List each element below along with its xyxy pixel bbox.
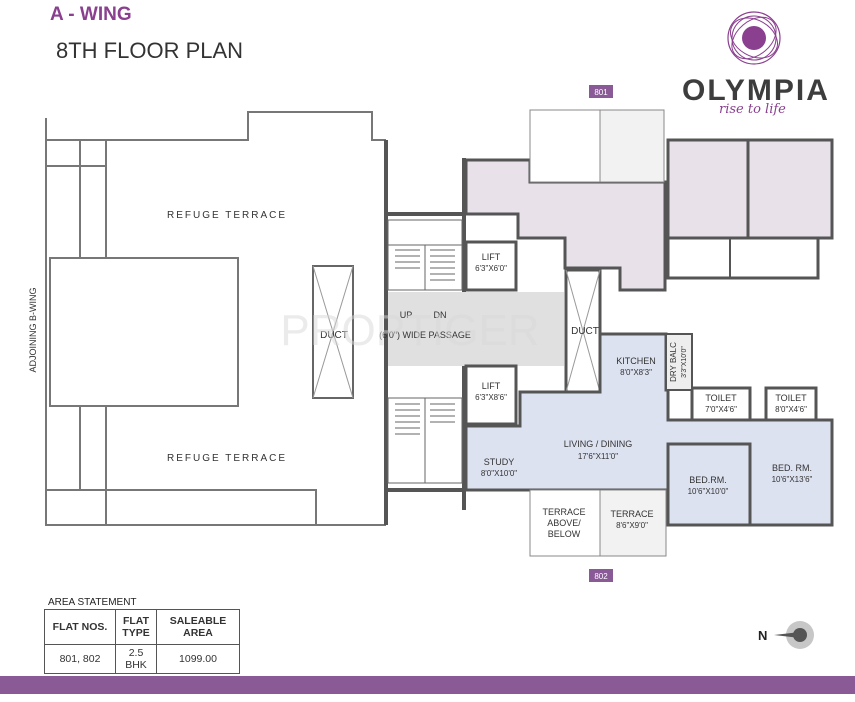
area-statement-title: AREA STATEMENT <box>48 597 137 608</box>
toilet-2-size: 8'0"X4'6" <box>775 405 807 414</box>
kitchen-size: 8'0"X8'3" <box>620 368 652 377</box>
cell-flat-type: 2.5 BHK <box>115 644 157 674</box>
table-row: 801, 802 2.5 BHK 1099.00 <box>44 644 240 674</box>
brand-name: OLYMPIA <box>682 74 830 107</box>
dry-balc-label: DRY BALC <box>669 342 678 382</box>
study-size: 8'0"X10'0" <box>481 469 517 478</box>
north-compass-icon: N <box>758 621 814 649</box>
lift-bottom-label: LIFT <box>482 381 501 391</box>
dry-balc-size: 3'3"X10'0" <box>681 346 688 378</box>
area-statement-table: FLAT NOS. FLAT TYPE SALEABLE AREA 801, 8… <box>44 609 240 674</box>
olympia-logo-icon <box>727 11 781 65</box>
header-flat-type: FLAT TYPE <box>115 609 157 645</box>
cell-saleable-area: 1099.00 <box>156 644 240 674</box>
toilet-1-label: TOILET <box>705 393 737 403</box>
toilet-1-size: 7'0"X4'6" <box>705 405 737 414</box>
lift-bottom-size: 6'3"X8'6" <box>475 393 507 402</box>
terrace-size: 8'6"X9'0" <box>616 521 648 530</box>
lift-top-label: LIFT <box>482 252 501 262</box>
stair-up-label: UP <box>400 310 413 320</box>
duct-right-label: DUCT <box>571 326 599 337</box>
lift-top-size: 6'3"X6'0" <box>475 264 507 273</box>
wing-title: A - WING <box>50 4 132 25</box>
header-saleable-area: SALEABLE AREA <box>156 609 240 645</box>
compass: N <box>756 618 820 659</box>
footer-bar <box>0 676 855 694</box>
duct-left-box <box>312 265 354 399</box>
toilet-2-label: TOILET <box>775 393 807 403</box>
bed-2-label: BED. RM. <box>772 463 812 473</box>
flat-801-bedrooms <box>666 138 834 240</box>
header-flat-nos: FLAT NOS. <box>44 609 116 645</box>
terrace-above-line2: ABOVE/ <box>547 518 581 528</box>
terrace-above-line3: BELOW <box>548 529 581 539</box>
adjoining-label: ADJOINING B-WING <box>28 288 38 373</box>
duct-left-label: DUCT <box>320 330 348 341</box>
stair-dn-label: DN <box>434 310 447 320</box>
passage-label: (6'0") WIDE PASSAGE <box>379 330 471 340</box>
living-label: LIVING / DINING <box>564 439 633 449</box>
bed-1-label: BED.RM. <box>689 475 727 485</box>
stairs <box>387 219 463 484</box>
bed-1-size: 10'6"X10'0" <box>688 487 729 496</box>
lift-bottom-box <box>464 364 518 426</box>
watermark: PROPTIGER <box>280 306 539 355</box>
floor-plan-drawing: REFUGE TERRACE REFUGE TERRACE ADJOINING … <box>28 85 834 582</box>
floor-title: 8TH FLOOR PLAN <box>56 38 244 63</box>
passage-area <box>388 292 564 366</box>
flat-802-tag: 802 <box>594 572 608 581</box>
refuge-top-label: REFUGE TERRACE <box>167 210 287 221</box>
flat-801-tag: 801 <box>594 88 608 97</box>
refuge-terrace-outline <box>45 111 386 526</box>
terrace-above-line1: TERRACE <box>542 507 585 517</box>
lift-top-box <box>464 240 518 292</box>
bed-2-size: 10'6"X13'6" <box>772 475 813 484</box>
core-walls <box>384 140 466 525</box>
study-label: STUDY <box>484 457 515 467</box>
brand-tagline: rise to life <box>719 102 786 117</box>
table-header-row: FLAT NOS. FLAT TYPE SALEABLE AREA <box>44 609 240 645</box>
cell-flat-nos: 801, 802 <box>44 644 116 674</box>
living-size: 17'6"X11'0" <box>578 452 618 461</box>
kitchen-label: KITCHEN <box>616 356 656 366</box>
terrace-label: TERRACE <box>610 509 653 519</box>
compass-label: N <box>758 628 767 643</box>
refuge-bottom-label: REFUGE TERRACE <box>167 453 287 464</box>
